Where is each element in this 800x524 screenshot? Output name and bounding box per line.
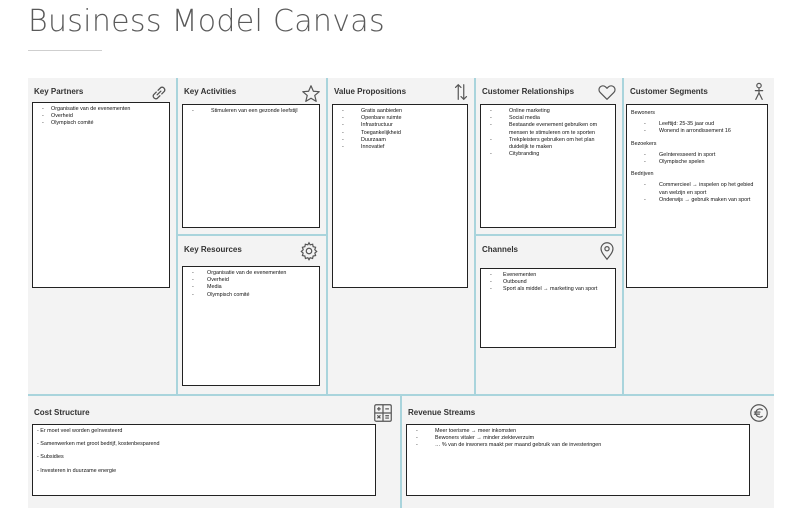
list-item: Media [187,284,315,291]
list-item: Stimuleren van een gezonde leefstijl [187,108,315,115]
channels-header: Channels [482,245,519,254]
cost-item: - Investeren in duurzame energie [37,467,117,474]
section-value-propositions: Value Propositions Gratis aanbieden Open… [328,78,474,394]
list-item: Openbare ruimte [337,115,463,122]
title-underline [28,50,102,51]
key-activities-box: Stimuleren van een gezonde leefstijl [182,104,320,228]
key-partners-header: Key Partners [34,87,84,96]
list-item: Toegankelijkheid [337,130,463,137]
link-icon [148,82,170,104]
divider-line [476,234,622,236]
cost-item: - Er moet veel worden geïnvesteerd [37,428,123,434]
list-item: Onderwijs → gebruik maken van sport [639,197,763,204]
revenue-streams-header: Revenue Streams [408,408,476,417]
key-partners-list: Organisatie van de evenementen Overheid … [37,106,165,128]
calculator-icon [372,402,394,424]
list-item: Citybranding [485,151,611,158]
list-item: Evenementen [485,272,611,279]
channels-box: Evenementen Outbound Sport als middel → … [480,268,616,348]
list-item: Leeftijd: 25-35 jaar oud [639,121,763,128]
key-resources-header: Key Resources [184,245,242,254]
key-partners-box: Organisatie van de evenementen Overheid … [32,102,170,288]
cost-item: - Samenwerken met groot bedrijf, kostenb… [37,441,160,448]
section-customer-relationships: Customer Relationships Online marketing … [476,78,622,234]
list-item: Sport als middel → marketing van sport [485,286,611,293]
key-activities-header: Key Activities [184,87,237,96]
person-icon [748,81,770,103]
segment-group-list: Leeftijd: 25-35 jaar oud Wonend in arron… [639,121,763,136]
divider-line [400,396,402,508]
list-item: Bewoners vitaler → minder ziekteverzuim [411,435,745,442]
list-item: Social media [485,115,611,122]
key-activities-list: Stimuleren van een gezonde leefstijl [187,108,315,115]
segment-group-list: Commercieel → inspelen op het gebied van… [639,182,763,204]
key-resources-list: Organisatie van de evenementen Overheid … [187,270,315,299]
section-key-partners: Key Partners Organisatie van de evenemen… [28,78,176,394]
list-item: Olympisch comité [37,120,165,127]
list-item: Infrastructuur [337,122,463,129]
section-key-resources: Key Resources Organisatie van de eveneme… [178,236,326,394]
divider-line [176,78,178,394]
section-cost-structure: Cost Structure - Er moet veel worden geï… [28,396,400,508]
euro-icon [748,402,770,424]
revenue-streams-list: Meer toerisme → meer inkomsten Bewoners … [411,428,745,450]
list-item: Duurzaam [337,137,463,144]
list-item: Bestaande evenement gebruiken om mensen … [485,122,611,136]
business-model-canvas: Key Partners Organisatie van de evenemen… [28,78,774,508]
list-item: Olympische spelen [639,159,763,166]
list-item: Trekpleisters gebruiken om het plan duid… [485,137,611,151]
segment-group-name: Bedrijven [631,171,654,178]
section-channels: Channels Evenementen Outbound Sport als … [476,236,622,394]
cost-structure-box: - Er moet veel worden geïnvesteerd - Sam… [32,424,376,496]
list-item: Overheid [37,113,165,120]
customer-segments-box: Bewoners Leeftijd: 25-35 jaar oud Wonend… [626,104,768,288]
cost-structure-header: Cost Structure [34,408,90,417]
segment-group-name: Bezoekers [631,140,657,147]
location-pin-icon [596,240,618,262]
list-item: … % van de inwoners maakt per maand gebr… [411,442,745,449]
divider-line [326,78,328,394]
list-item: Meer toerisme → meer inkomsten [411,428,745,435]
list-item: Overheid [187,277,315,284]
list-item: Innovatief [337,144,463,151]
divider-line [474,78,476,394]
list-item: Commercieel → inspelen op het gebied van… [639,182,763,196]
heart-icon [596,81,618,103]
arrows-up-down-icon [450,81,472,103]
gear-icon [298,240,320,262]
key-resources-box: Organisatie van de evenementen Overheid … [182,266,320,386]
customer-segments-header: Customer Segments [630,87,708,96]
divider-line [178,234,326,236]
value-propositions-box: Gratis aanbieden Openbare ruimte Infrast… [332,104,468,288]
page-title: Business Model Canvas [28,4,385,39]
segment-group-list: Geïnteresseerd in sport Olympische spele… [639,152,763,167]
divider-line [28,394,774,396]
section-key-activities: Key Activities Stimuleren van een gezond… [178,78,326,234]
list-item: Outbound [485,279,611,286]
list-item: Online marketing [485,108,611,115]
customer-relationships-header: Customer Relationships [482,87,575,96]
segment-group-name: Bewoners [631,110,655,116]
value-propositions-list: Gratis aanbieden Openbare ruimte Infrast… [337,108,463,151]
revenue-streams-box: Meer toerisme → meer inkomsten Bewoners … [406,424,750,496]
value-propositions-header: Value Propositions [334,87,407,96]
section-revenue-streams: Revenue Streams Meer toerisme → meer ink… [402,396,774,508]
list-item: Gratis aanbieden [337,108,463,115]
customer-relationships-box: Online marketing Social media Bestaande … [480,104,616,228]
list-item: Wonend in arrondissement 16 [639,128,763,135]
cost-item: - Subsidies [37,454,64,461]
channels-list: Evenementen Outbound Sport als middel → … [485,272,611,294]
divider-line [622,78,624,394]
star-icon [300,83,322,105]
list-item: Organisatie van de evenementen [187,270,315,277]
list-item: Geïnteresseerd in sport [639,152,763,159]
section-customer-segments: Customer Segments Bewoners Leeftijd: 25-… [624,78,774,394]
customer-relationships-list: Online marketing Social media Bestaande … [485,108,611,159]
list-item: Organisatie van de evenementen [37,106,165,113]
list-item: Olympisch comité [187,292,315,299]
